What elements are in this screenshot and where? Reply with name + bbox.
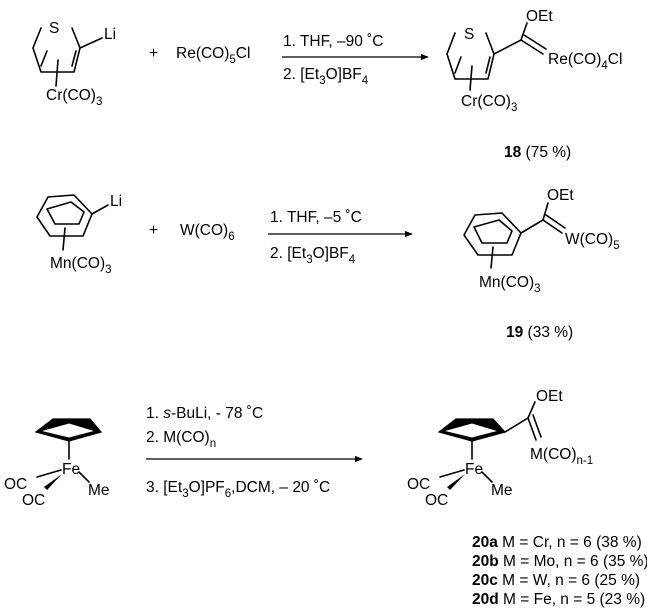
aromatic-circle (473, 219, 513, 244)
rhenium-reagent: Re(CO) (176, 45, 229, 62)
methyl-ligand: Me (491, 482, 513, 499)
rhenium-reagent-suffix: Cl (236, 45, 251, 62)
compound-18-label: 18 (75 %) (504, 144, 571, 161)
reaction-3: Fe OC OC Me 1. s-BuLi, - 78 ˚C 2. M(CO)n… (4, 388, 647, 608)
carbene-bond (493, 39, 522, 55)
aromatic-circle (46, 201, 85, 225)
lithium-atom: Li (104, 26, 116, 43)
thiophene-double-bonds (454, 56, 491, 74)
fe-co-bond-1 (439, 469, 465, 478)
reaction-2: Li Mn(CO)3 + W(CO)6 1. THF, –5 ˚C 2. [Et… (36, 187, 620, 341)
mn-carbonyl: Mn(CO) (479, 274, 534, 291)
cr-bond (469, 65, 473, 91)
thienyllithium-chromium-reactant: S Li Cr(CO)3 (32, 20, 116, 108)
svg-text:3. [Et3O]PF6,DCM, – 20 ˚C: 3. [Et3O]PF6,DCM, – 20 ˚C (146, 479, 330, 500)
reaction-3-condition-3: 3. [Et (146, 479, 183, 496)
product-18-carbene: S OEt Re(CO)4Cl Cr(CO)3 (446, 8, 622, 114)
compound-20b-label: 20b M = Mo, n = 6 (35 %) (472, 553, 647, 570)
plus-sign-1: + (149, 45, 158, 62)
iron-atom: Fe (62, 461, 80, 478)
cyclopentadienyl-ring (463, 212, 522, 256)
reaction-1-condition-1: 1. THF, –90 ˚C (283, 33, 384, 50)
svg-text:Mn(CO)3: Mn(CO)3 (50, 255, 112, 276)
svg-text:Mn(CO)3: Mn(CO)3 (479, 274, 541, 295)
ethoxy-group: OEt (526, 8, 553, 25)
metal-carbonyl: M(CO) (530, 446, 577, 463)
fe-co-wedge-2 (44, 474, 62, 490)
cr-carbonyl: Cr(CO) (46, 87, 96, 104)
carbonyl-ligand-1: OC (407, 476, 430, 493)
compound-20a-label: 20a M = Cr, n = 6 (38 %) (472, 534, 642, 551)
svg-text:2. [Et3O]BF4: 2. [Et3O]BF4 (283, 66, 369, 87)
carbonyl-ligand-2: OC (425, 492, 448, 509)
svg-text:Cr(CO)3: Cr(CO)3 (46, 87, 102, 108)
fe-me-bond (481, 471, 493, 483)
cp-ring-inner (445, 423, 497, 438)
ethoxy-group: OEt (547, 187, 574, 204)
m-double-bond (527, 414, 542, 441)
product-19-carbene: OEt W(CO)5 Mn(CO)3 (463, 187, 620, 295)
svg-text:W(CO)6: W(CO)6 (180, 222, 235, 243)
product-20-carbene: OEt M(CO)n-1 Fe OC OC Me (407, 388, 593, 509)
svg-text:2. M(CO)n: 2. M(CO)n (146, 429, 216, 450)
cr-bond (55, 59, 59, 87)
compound-20-labels: 20a M = Cr, n = 6 (38 %) 20b M = Mo, n =… (472, 534, 647, 608)
reaction-3-condition-2: 2. M(CO) (146, 429, 210, 446)
carbonyl-ligand-1: OC (4, 476, 27, 493)
svg-text:Cr(CO)3: Cr(CO)3 (461, 93, 517, 114)
carbene-bond (520, 219, 544, 234)
compound-19-label: 19 (33 %) (506, 324, 573, 341)
w-double-bond (542, 214, 566, 234)
thiophene-double-bonds (40, 50, 77, 67)
svg-text:1. s-BuLi, - 78 ˚C: 1. s-BuLi, - 78 ˚C (146, 405, 263, 422)
cp-ring-inner (42, 423, 94, 438)
compound-20c-label: 20c M = W, n = 6 (25 %) (472, 572, 640, 589)
reaction-2-condition-1: 1. THF, –5 ˚C (270, 209, 362, 226)
li-bond (79, 37, 103, 49)
cyclopentadienyl-ring (36, 194, 93, 237)
lithium-atom: Li (110, 193, 122, 210)
fe-co-bond-1 (36, 469, 62, 478)
sulfur-atom: S (464, 26, 474, 43)
oet-bond (520, 22, 528, 41)
tungsten-carbonyl: W(CO) (565, 231, 613, 248)
carbonyl-ligand-2: OC (22, 492, 45, 509)
cymantrenyllithium-reactant: Li Mn(CO)3 (36, 193, 122, 276)
reaction-1: S Li Cr(CO)3 + Re(CO)5Cl 1. THF, –90 ˚C … (32, 8, 622, 161)
rhenium-carbonyl: Re(CO) (548, 51, 601, 68)
iron-cp-reactant: Fe OC OC Me (4, 418, 110, 509)
oet-bond (527, 401, 536, 419)
mn-carbonyl: Mn(CO) (50, 255, 105, 272)
svg-text:2. [Et3O]BF4: 2. [Et3O]BF4 (270, 245, 356, 266)
rhenium-reagent-sub: 5 (229, 54, 235, 66)
cr-carbonyl-sub: 3 (96, 96, 102, 108)
svg-text:Re(CO)4Cl: Re(CO)4Cl (548, 51, 622, 72)
oet-bond (542, 202, 549, 221)
li-bond (91, 204, 109, 215)
svg-text:Re(CO)5Cl: Re(CO)5Cl (176, 45, 250, 66)
svg-text:M(CO)n-1: M(CO)n-1 (530, 446, 593, 467)
svg-text:W(CO)5: W(CO)5 (565, 231, 620, 252)
sulfur-atom: S (49, 20, 59, 37)
ethoxy-group: OEt (536, 388, 563, 405)
mn-bond (62, 227, 66, 251)
cr-carbonyl: Cr(CO) (461, 93, 511, 110)
reaction-2-condition-2: 2. [Et (270, 245, 307, 262)
fe-co-wedge-2 (447, 474, 465, 490)
fe-me-bond (78, 471, 90, 483)
re-double-bond (520, 34, 547, 55)
mn-bond (490, 246, 494, 269)
compound-20d-label: 20d M = Fe, n = 5 (23 %) (472, 591, 645, 608)
reaction-3-condition-1: 1. (146, 405, 163, 422)
methyl-ligand: Me (88, 482, 110, 499)
carbene-bond (504, 417, 529, 433)
tungsten-reagent: W(CO) (180, 222, 228, 239)
reaction-1-condition-2: 2. [Et (283, 66, 320, 83)
plus-sign-2: + (149, 222, 158, 239)
iron-atom: Fe (465, 461, 483, 478)
